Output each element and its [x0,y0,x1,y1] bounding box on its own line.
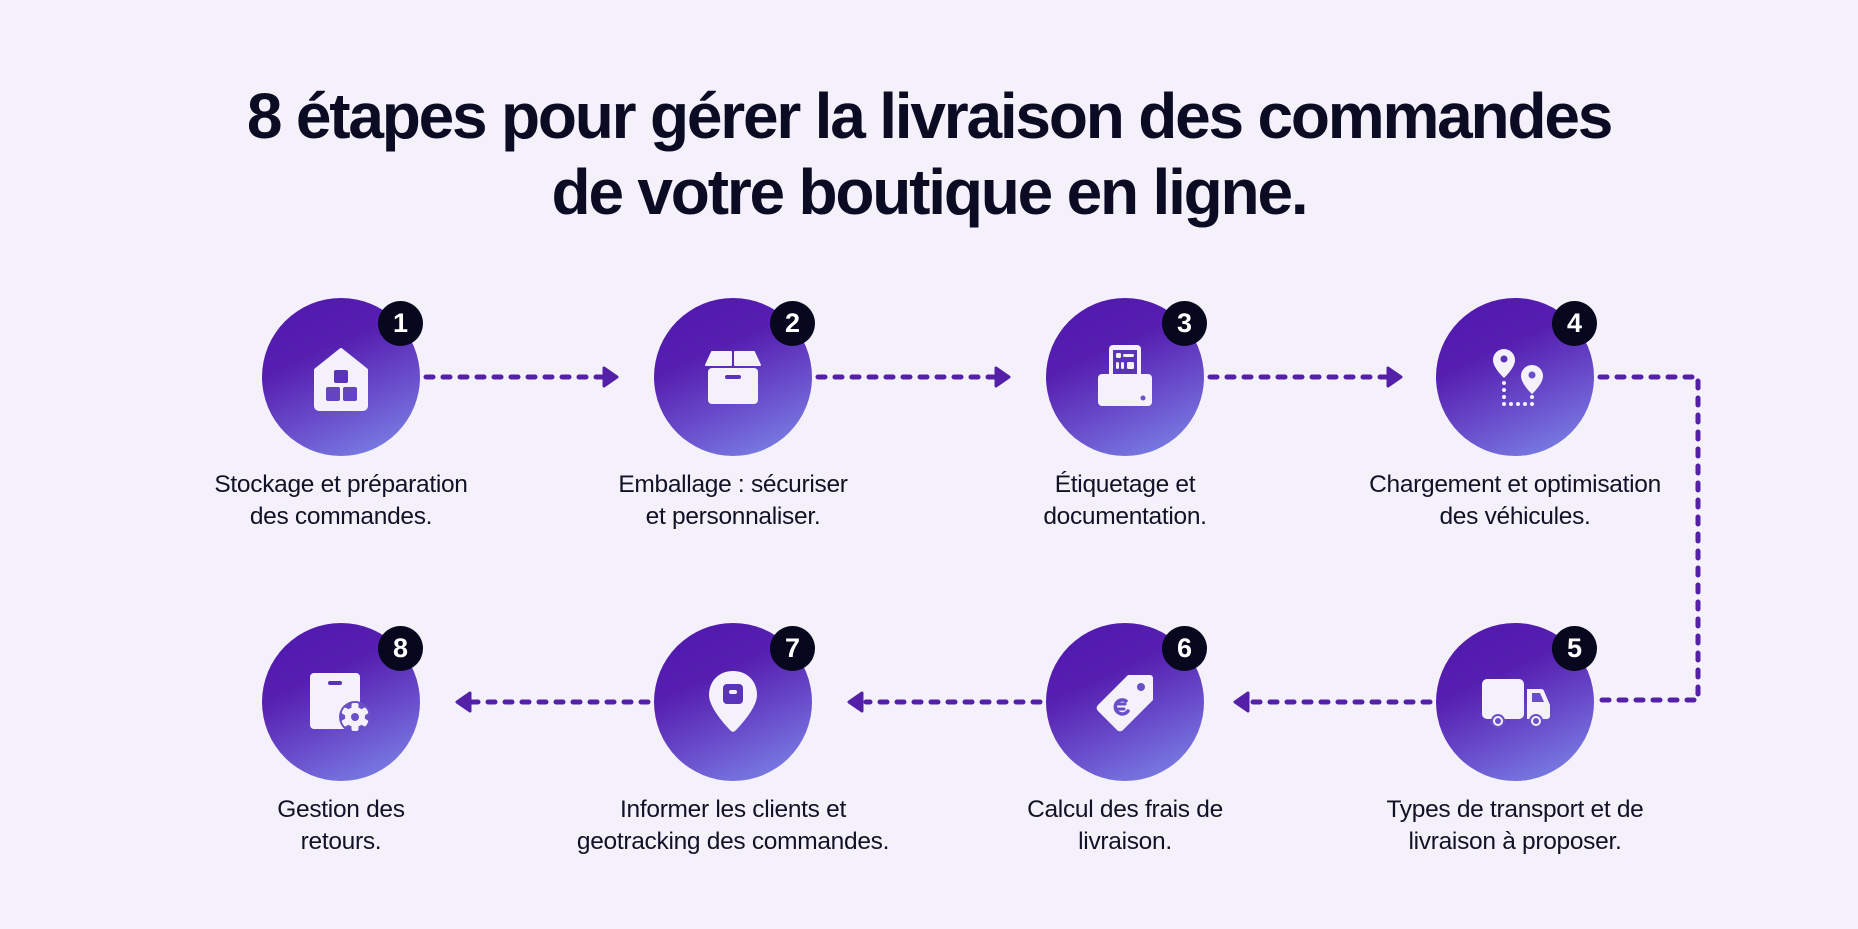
step-number-badge: 8 [378,626,423,671]
step-7-label: Informer les clients et geotracking des … [576,796,890,855]
step-8: 8 [262,623,423,781]
step-number-badge: 4 [1552,301,1597,346]
page-title: 8 étapes pour gérer la livraison des com… [0,78,1858,230]
arrowhead-left-icon [847,691,864,713]
connector-4-5 [1595,374,1701,703]
step-number-badge: 2 [770,301,815,346]
step-5-label: Types de transport et de livraison à pro… [1386,796,1644,855]
step-5: 5 [1436,623,1597,781]
euro-price-tag-icon [1096,675,1153,732]
step-number-badge: 7 [770,626,815,671]
location-pin-box-icon [709,671,757,732]
step-6-label: Calcul des frais de livraison. [1027,796,1223,855]
title-line-2: de votre boutique en ligne. [551,156,1309,228]
warehouse-icon [314,348,368,411]
arrowhead-right-icon [602,366,619,388]
step-circle [262,298,420,456]
delivery-truck-icon [1482,679,1550,728]
arrowhead-left-icon [1233,691,1250,713]
step-2-label: Emballage : sécuriser et personnaliser. [618,471,848,530]
step-3: 3 [1046,298,1207,456]
label-printer-icon [1098,345,1152,406]
step-6: 6 [1046,623,1207,781]
arrowhead-right-icon [1386,366,1403,388]
step-7: 7 [654,623,815,781]
arrowhead-right-icon [994,366,1011,388]
arrowhead-left-icon [455,691,472,713]
step-2: 2 [654,298,815,456]
step-4: 4 [1436,298,1597,456]
step-number-badge: 3 [1162,301,1207,346]
step-1: 1 [262,298,423,456]
box-settings-icon [310,673,371,733]
step-3-label: Étiquetage et documentation. [1043,471,1207,530]
package-box-icon [705,351,761,404]
title-line-1: 8 étapes pour gérer la livraison des com… [246,80,1613,152]
route-pins-icon [1493,349,1543,406]
step-number-badge: 1 [378,301,423,346]
step-number-badge: 5 [1552,626,1597,671]
step-1-label: Stockage et préparation des commandes. [214,471,468,530]
step-4-label: Chargement et optimisation des véhicules… [1369,471,1661,530]
step-number-badge: 6 [1162,626,1207,671]
step-8-label: Gestion des retours. [277,796,405,855]
